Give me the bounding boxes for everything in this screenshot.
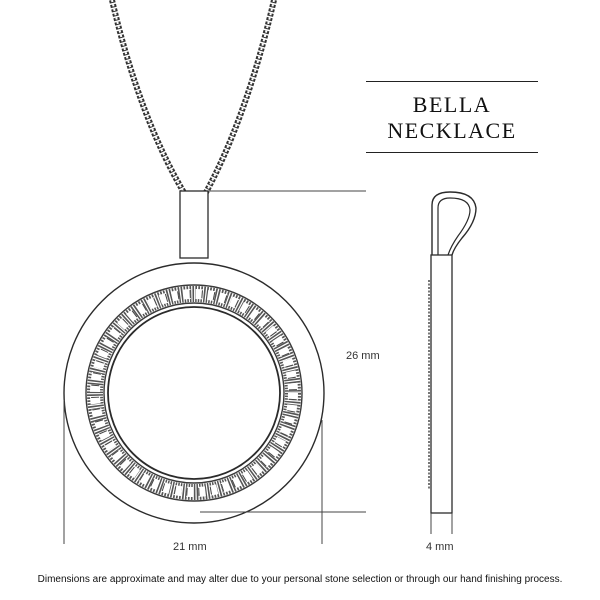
title-bottom-rule <box>366 152 538 153</box>
product-title-line2: NECKLACE <box>387 118 517 143</box>
height-dimension-label: 26 mm <box>346 350 380 362</box>
pendant-front <box>63 262 325 524</box>
width-dimension-label: 21 mm <box>173 541 207 553</box>
title-top-rule <box>366 81 538 82</box>
dimension-lines <box>63 190 366 544</box>
depth-dimension-label: 4 mm <box>426 541 454 553</box>
pendant-side-view <box>428 191 477 534</box>
bail <box>179 190 209 259</box>
chain <box>109 0 277 198</box>
product-title-line1: BELLA <box>412 92 492 117</box>
dimensions-disclaimer: Dimensions are approximate and may alter… <box>37 574 563 585</box>
